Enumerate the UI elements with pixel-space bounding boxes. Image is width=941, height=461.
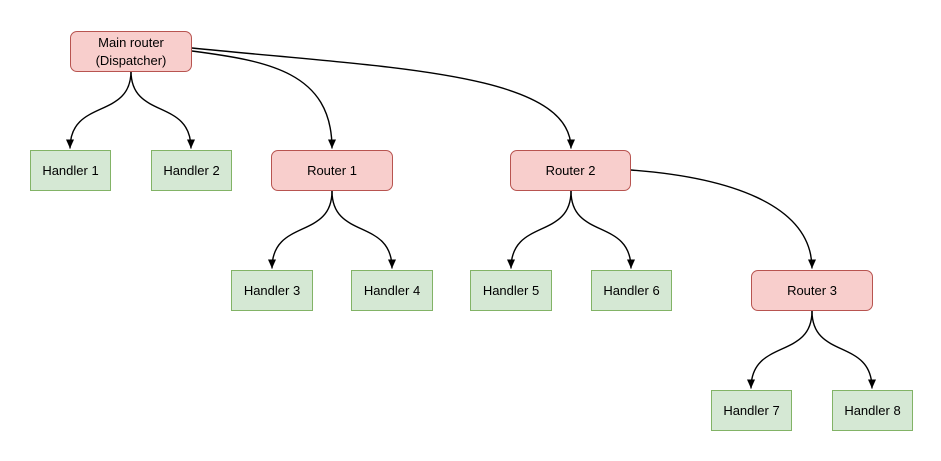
node-handler-5: Handler 5 [470, 270, 552, 311]
main-router-label-line1: Main router [98, 34, 164, 50]
node-handler-2: Handler 2 [151, 150, 232, 191]
node-handler-8: Handler 8 [832, 390, 913, 431]
node-handler-4: Handler 4 [351, 270, 433, 311]
edge-router2-router3 [630, 169, 816, 269]
node-router-1: Router 1 [271, 150, 393, 191]
edge-router1-handler4 [331, 190, 396, 269]
main-router-label-line2: (Dispatcher) [95, 52, 167, 68]
edge-main-router2 [191, 47, 575, 149]
node-handler-3: Handler 3 [231, 270, 313, 311]
edge-router1-handler3 [268, 190, 333, 269]
node-handler-1: Handler 1 [30, 150, 111, 191]
handler-8-label: Handler 8 [844, 402, 901, 418]
handler-4-label: Handler 4 [363, 282, 421, 298]
handler-3-label: Handler 3 [243, 282, 301, 298]
edge-main-router1 [191, 50, 336, 149]
handler-2-label: Handler 2 [163, 162, 220, 178]
handler-7-label: Handler 7 [723, 402, 780, 418]
node-router-3: Router 3 [751, 270, 873, 311]
handler-5-label: Handler 5 [482, 282, 540, 298]
edge-main-handler2 [130, 70, 195, 149]
node-main-router: Main router (Dispatcher) [70, 31, 192, 72]
node-handler-6: Handler 6 [591, 270, 672, 311]
handler-1-label: Handler 1 [42, 162, 99, 178]
handler-6-label: Handler 6 [603, 282, 660, 298]
edge-router3-handler7 [747, 310, 813, 389]
edge-router3-handler8 [811, 310, 876, 389]
node-handler-7: Handler 7 [711, 390, 792, 431]
router-3-label: Router 3 [787, 282, 837, 298]
edge-router2-handler5 [507, 190, 572, 269]
router-2-label: Router 2 [545, 162, 596, 178]
node-router-2: Router 2 [510, 150, 631, 191]
edge-main-handler1 [66, 70, 132, 149]
edge-router2-handler6 [570, 190, 635, 269]
router-1-label: Router 1 [307, 162, 357, 178]
